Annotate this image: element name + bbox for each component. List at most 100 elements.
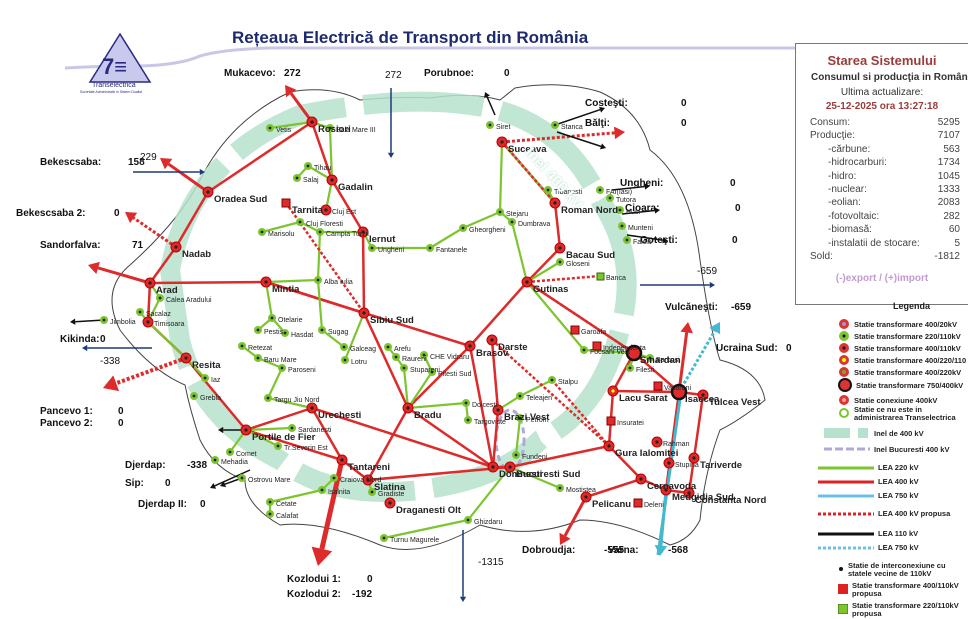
station-marisolu[interactable] (258, 228, 266, 236)
station-jimbolia[interactable] (100, 316, 108, 324)
station-grebla[interactable] (190, 392, 198, 400)
station-sibiu-sud[interactable] (358, 307, 370, 319)
station-brasov[interactable] (464, 340, 476, 352)
station-ostrovu-mare[interactable] (238, 474, 246, 482)
station-filesti[interactable] (626, 364, 634, 372)
station-gloseni[interactable] (556, 258, 564, 266)
station-deleni[interactable] (633, 498, 643, 508)
station-hasdat[interactable] (281, 329, 289, 337)
station-darste[interactable] (486, 334, 498, 346)
station-independenta[interactable] (592, 341, 602, 351)
station-smardan[interactable] (625, 344, 643, 362)
station-baia-mare-iii[interactable] (326, 124, 334, 132)
station-rahman[interactable] (651, 436, 663, 448)
station-insuratei[interactable] (606, 416, 616, 426)
station-isaccea[interactable] (670, 383, 688, 401)
station-arad[interactable] (144, 277, 156, 289)
station-cluj-est[interactable] (320, 204, 332, 216)
station-domnesti[interactable] (487, 461, 499, 473)
station-pelicanu[interactable] (580, 491, 592, 503)
station-isalnita[interactable] (318, 486, 326, 494)
station-ghizdaru[interactable] (464, 516, 472, 524)
station-raureni[interactable] (392, 353, 400, 361)
station-banca[interactable] (596, 272, 605, 281)
station-comet[interactable] (226, 448, 234, 456)
station-doicesti[interactable] (462, 399, 470, 407)
station-bucuresti-sud[interactable] (504, 461, 516, 473)
station-turnu-magurele[interactable] (380, 534, 388, 542)
station-tariverde[interactable] (688, 452, 700, 464)
station-stupareni[interactable] (400, 364, 408, 372)
station-medgidia-sud[interactable] (660, 484, 672, 496)
station-mintia[interactable] (260, 276, 272, 288)
station-tarnita[interactable] (281, 198, 291, 208)
station-pestis[interactable] (254, 326, 262, 334)
station-falciu[interactable] (623, 236, 631, 244)
station-sardanesti[interactable] (288, 424, 296, 432)
station-slatina[interactable] (362, 474, 374, 486)
station-portile-de-fier[interactable] (240, 424, 252, 436)
station-cernavoda[interactable] (635, 473, 647, 485)
station-teleajen[interactable] (516, 392, 524, 400)
station-vetis[interactable] (266, 124, 274, 132)
station-baru-mare[interactable] (254, 354, 262, 362)
station-draganesti-olt[interactable] (384, 497, 396, 509)
station-salaj[interactable] (293, 174, 301, 182)
station-stupina[interactable] (663, 457, 675, 469)
station-fai-iasi-[interactable] (596, 186, 604, 194)
station-craiova-nord[interactable] (330, 474, 338, 482)
station-tibanesti[interactable] (544, 186, 552, 194)
station-siret[interactable] (486, 121, 494, 129)
station-campia-turzii[interactable] (316, 228, 324, 236)
station-gradiste[interactable] (368, 488, 376, 496)
station-iaz[interactable] (201, 374, 209, 382)
station-paroseni[interactable] (278, 364, 286, 372)
station-rosiori[interactable] (306, 116, 318, 128)
station-retezat[interactable] (238, 342, 246, 350)
station-stanca[interactable] (551, 121, 559, 129)
station-alba-iulia[interactable] (314, 276, 322, 284)
station-timisoara[interactable] (142, 316, 154, 328)
station-oradea-sud[interactable] (202, 186, 214, 198)
station-tutora[interactable] (606, 194, 614, 202)
station-mehadia[interactable] (211, 456, 219, 464)
station-focsani-vest[interactable] (580, 346, 588, 354)
station-roman-nord[interactable] (549, 197, 561, 209)
station-constanta-nord[interactable] (683, 487, 695, 499)
station-vacareni[interactable] (653, 381, 663, 391)
station-barbosi[interactable] (646, 354, 654, 362)
station-gutinas[interactable] (521, 276, 533, 288)
station-cetate[interactable] (266, 498, 274, 506)
station-arefu[interactable] (384, 343, 392, 351)
station-galceag[interactable] (340, 343, 348, 351)
station-ungheni[interactable] (368, 244, 376, 252)
station-bacau-sud[interactable] (554, 242, 566, 254)
station-suceava[interactable] (496, 136, 508, 148)
station-cluj-floresti[interactable] (296, 218, 304, 226)
station-targoviste[interactable] (464, 416, 472, 424)
station-urechesti[interactable] (306, 402, 318, 414)
station-che-vidraru[interactable] (420, 351, 428, 359)
station-tulcea-vest[interactable] (697, 389, 709, 401)
station-petrom[interactable] (516, 414, 524, 422)
station-sugag[interactable] (318, 326, 326, 334)
station-otelarie[interactable] (268, 314, 276, 322)
station-stalpu[interactable] (548, 376, 556, 384)
station-stejaru[interactable] (496, 208, 504, 216)
station-tihau[interactable] (304, 162, 312, 170)
station-garoafa[interactable] (570, 325, 580, 335)
station-lotru[interactable] (341, 356, 349, 364)
station-iernut[interactable] (357, 226, 369, 238)
station-fundeni[interactable] (512, 451, 520, 459)
station-resita[interactable] (180, 352, 192, 364)
station-husi[interactable] (616, 206, 624, 214)
station-lacu-sarat[interactable] (607, 385, 619, 397)
station-dumbrava[interactable] (508, 218, 516, 226)
station-brazi-vest[interactable] (492, 404, 504, 416)
station-gura-ialomitei[interactable] (603, 440, 615, 452)
station-pitesti-sud[interactable] (428, 368, 436, 376)
station-tr-severin-est[interactable] (274, 442, 282, 450)
station-tantareni[interactable] (336, 454, 348, 466)
station-munteni[interactable] (618, 222, 626, 230)
station-sacalaz[interactable] (136, 308, 144, 316)
